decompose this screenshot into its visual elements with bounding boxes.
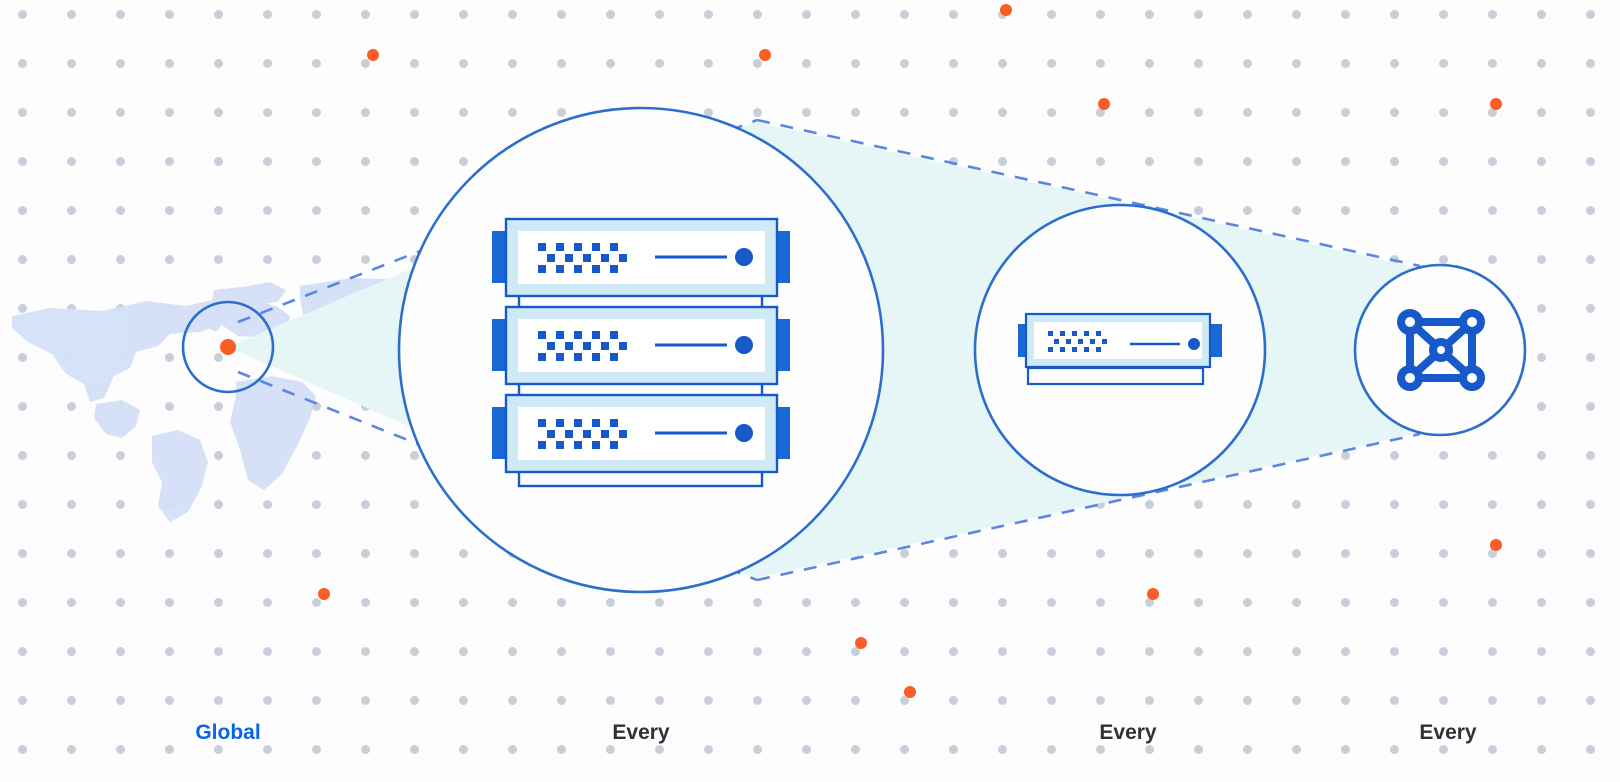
orange-dot [1000,4,1012,16]
mesh-node-center [1429,338,1453,362]
orange-dot [855,637,867,649]
server-face [1034,322,1202,359]
dashed-line-bottom-2 [756,432,1421,582]
rack-unit [492,305,790,386]
mesh-node [1397,365,1423,391]
rack-unit [492,217,790,298]
port-grid [1048,331,1107,352]
orange-dot [759,49,771,61]
rack-unit [492,393,790,474]
orange-dot [367,49,379,61]
stage-circle-global-network [181,300,275,394]
dashed-line-top-2 [756,118,1421,268]
server-rack-icon [492,217,790,488]
status-dot [735,424,753,442]
orange-dot [904,686,916,698]
server-base-plate [1026,366,1205,386]
mesh-node [1459,309,1485,335]
status-dot [735,336,753,354]
network-mesh-icon [1397,309,1485,391]
rack-unit-face [518,231,765,284]
orange-dot [1147,588,1159,600]
orange-accent-dots [318,4,1502,698]
map-location-dot [220,339,236,355]
status-dot [1188,338,1200,350]
mesh-node [1397,309,1423,335]
orange-dot [1490,539,1502,551]
status-dot [735,248,753,266]
rack-unit-face [518,319,765,372]
port-grid [538,243,627,273]
port-grid [538,331,627,361]
orange-dot [318,588,330,600]
server-tab-right [1208,324,1222,357]
orange-dot [1490,98,1502,110]
orange-dot [1098,98,1110,110]
rack-unit-face [518,407,765,460]
single-server-icon [1018,312,1222,386]
mesh-node [1459,365,1485,391]
port-grid [538,419,627,449]
